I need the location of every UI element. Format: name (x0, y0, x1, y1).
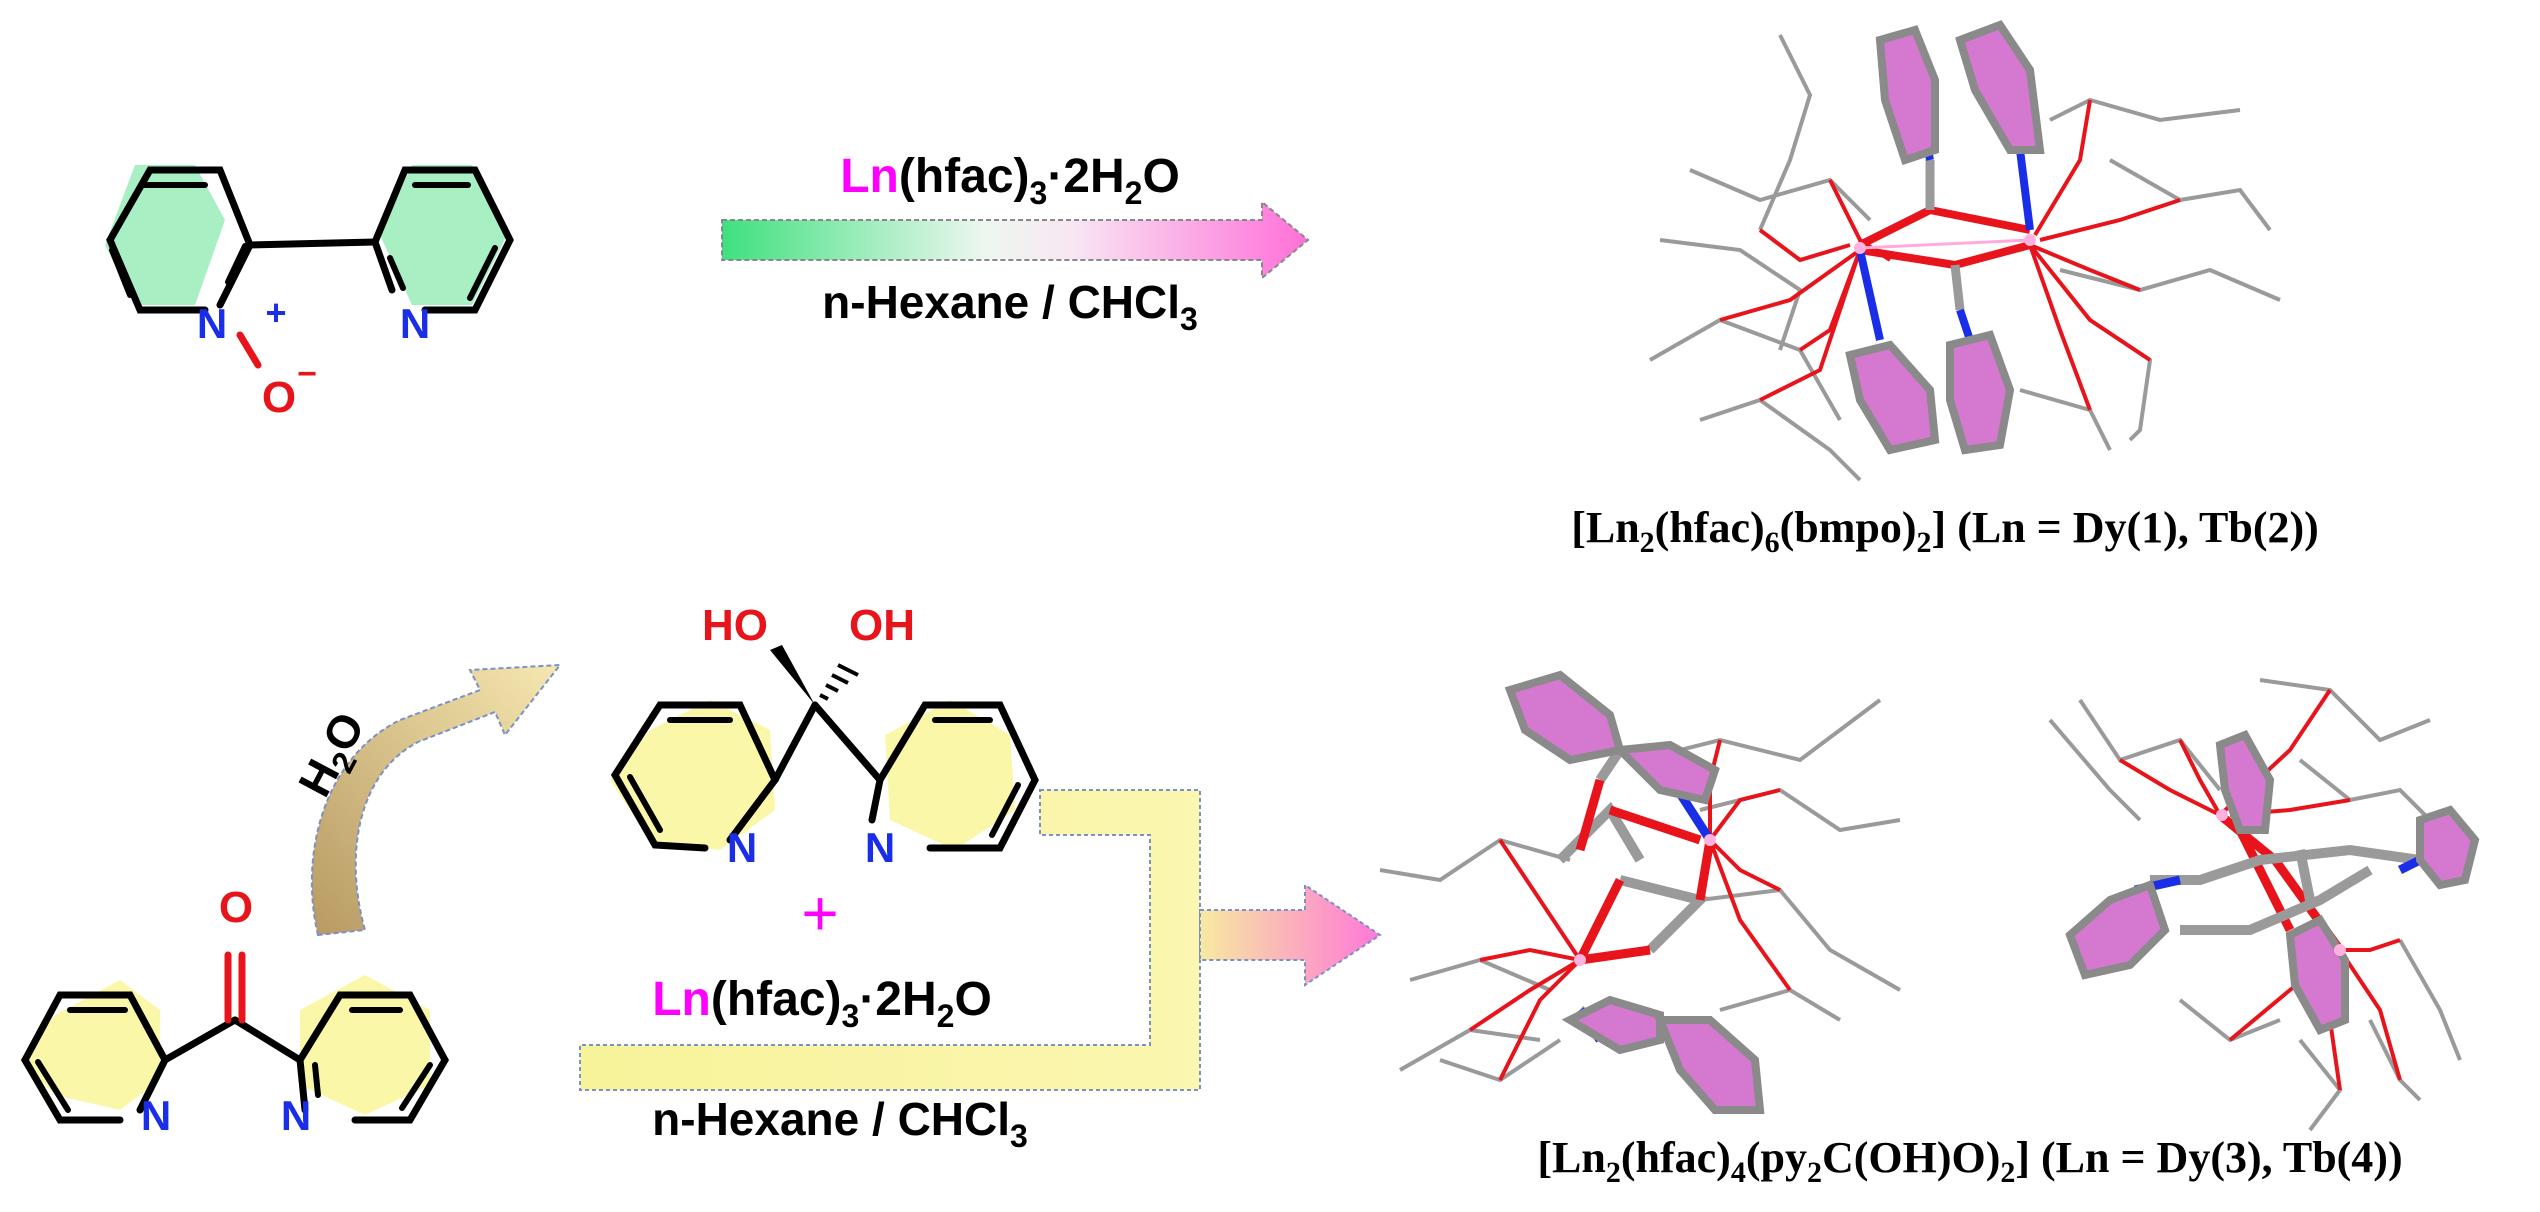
solvent-sub-3: 3 (1180, 301, 1198, 337)
reagent-o: O (1142, 150, 1179, 203)
reagent2-water: ·2H (859, 973, 936, 1026)
pyridine-n-atom: N (400, 300, 430, 347)
p2-s2: 4 (1731, 1156, 1746, 1189)
crystal1-ring-top-right (1955, 20, 2045, 154)
p2-a: [Ln (1537, 1133, 1605, 1182)
minus-charge: − (297, 355, 317, 393)
solvent2-sub-3: 3 (1010, 1118, 1028, 1154)
reagent-hfac: (hfac) (899, 150, 1030, 203)
p2-s4: 2 (2000, 1156, 2015, 1189)
oxide-oxygen-atom: O (262, 373, 296, 422)
pyridine-ring-right (380, 165, 507, 305)
crystal1-ring-bottom-left (1845, 340, 1940, 455)
solvent-text: n-Hexane / CHCl (822, 276, 1180, 328)
p2-e: ] (Ln = Dy(3), Tb(4)) (2015, 1133, 2402, 1182)
wedge-bond (770, 645, 815, 705)
p2-b: (hfac) (1621, 1133, 1731, 1182)
p1-s1: 2 (1640, 526, 1655, 559)
crystal1-ring-top-left (1875, 25, 1939, 166)
crystal4-ring-top (2215, 729, 2275, 834)
p1-a: [Ln (1571, 503, 1639, 552)
reagent-sub-3: 3 (1030, 175, 1048, 211)
reagent-ln: Ln (840, 150, 899, 203)
diol-ring-right (885, 700, 1015, 850)
reagent2-sub-2: 2 (937, 998, 955, 1034)
diol-ho: HO (702, 601, 768, 650)
p1-s2: 6 (1765, 526, 1780, 559)
diol-oh: OH (849, 601, 915, 650)
diol-n-left: N (727, 824, 757, 871)
crystal4-ring-right (2416, 805, 2480, 890)
crystal4-ring-left (2065, 879, 2170, 980)
solvent2-text: n-Hexane / CHCl (652, 1093, 1010, 1145)
crystal3-ring-1 (1504, 670, 1626, 765)
reagent2-hfac: (hfac) (711, 973, 842, 1026)
diol-n-right: N (865, 824, 895, 871)
p1-s3: 2 (1917, 526, 1932, 559)
p1-b: (hfac) (1655, 503, 1765, 552)
p2-s3: 2 (1807, 1156, 1822, 1189)
reaction2-solvent: n-Hexane / CHCl3 (652, 1093, 1028, 1154)
reaction-arrow-1 (721, 199, 1310, 281)
hydration-curved-arrow (310, 663, 563, 937)
product1-label: [Ln2(hfac)6(bmpo)2] (Ln = Dy(1), Tb(2)) (1571, 503, 2319, 559)
p2-c: (py (1746, 1133, 1807, 1182)
reaction1-solvent: n-Hexane / CHCl3 (822, 276, 1198, 337)
reagent2-ln: Ln (652, 973, 711, 1026)
crystal4-ring-bottom (2285, 914, 2349, 1036)
ketone-n-right: N (281, 1092, 311, 1139)
crystal-structure-4 (2048, 678, 2480, 1132)
p2-d: C(OH)O) (1822, 1133, 2000, 1182)
crystal3-ring-2 (1611, 740, 1720, 805)
reaction1-reagent: Ln(hfac)3·2H2O (840, 150, 1180, 211)
p1-c: (bmpo) (1780, 503, 1917, 552)
n-plus-atom: N (197, 300, 227, 347)
reaction-arrow-2 (579, 789, 1382, 1091)
crystal-structure-3 (1379, 670, 1901, 1114)
carbonyl-oxygen-atom: O (219, 883, 253, 932)
bipyridine-n-oxide-structure: N + O − N (105, 165, 514, 422)
crystal3-ring-4 (1654, 1016, 1765, 1114)
reagent-water: ·2H (1047, 150, 1124, 203)
di-2-pyridyl-ketone-structure: O N N (20, 883, 450, 1139)
ketone-n-left: N (141, 1092, 171, 1139)
crystal1-ring-bottom-right (1946, 330, 2015, 455)
reagent2-sub-3: 3 (842, 998, 860, 1034)
gem-diol-structure: HO OH N N (610, 601, 1039, 871)
plus-charge: + (265, 292, 286, 333)
plus-sign: + (801, 877, 838, 949)
p1-d: ] (Ln = Dy(1), Tb(2)) (1932, 503, 2319, 552)
reagent2-o: O (954, 973, 991, 1026)
reaction2-reagent: Ln(hfac)3·2H2O (652, 973, 992, 1034)
crystal-structure-1 (1649, 20, 2281, 482)
p2-s1: 2 (1606, 1156, 1621, 1189)
product2-label: [Ln2(hfac)4(py2C(OH)O)2] (Ln = Dy(3), Tb… (1537, 1133, 2402, 1189)
reagent-sub-2: 2 (1125, 175, 1143, 211)
